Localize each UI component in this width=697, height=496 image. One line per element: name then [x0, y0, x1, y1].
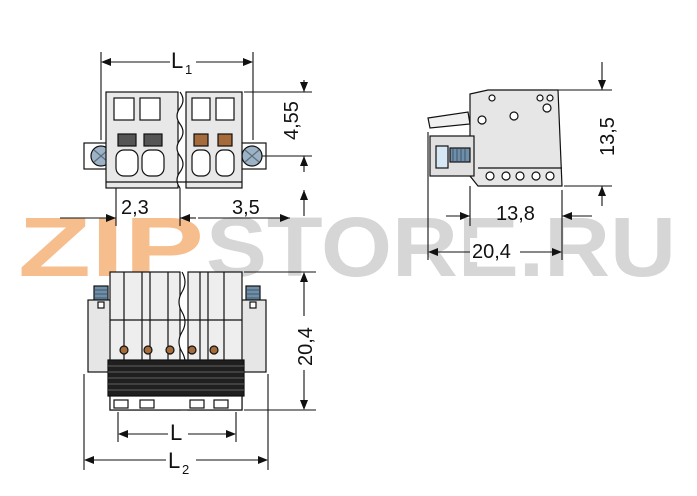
dim-204-v-label: 20,4	[295, 327, 317, 366]
dim-138-label: 13,8	[496, 203, 535, 225]
dim-135	[558, 62, 612, 206]
break-line	[176, 91, 184, 189]
dim-L1-sub: 1	[185, 62, 192, 77]
dim-204-h-label: 20,4	[472, 241, 511, 263]
watermark: ZIP STORE.RU	[18, 200, 676, 294]
dim-455-label: 4,55	[281, 101, 303, 140]
dim-135-label: 13,5	[597, 117, 619, 156]
dim-23	[60, 188, 196, 226]
dim-L1-label: L	[171, 48, 183, 73]
latch	[427, 111, 471, 129]
dim-L-label: L	[170, 420, 182, 445]
dim-L2-sub: 2	[182, 462, 189, 477]
top-view	[87, 271, 267, 411]
dim-35-label: 3,5	[232, 197, 260, 219]
dim-23-label: 2,3	[121, 197, 149, 219]
watermark-gray: STORE.RU	[206, 200, 676, 294]
front-view	[83, 91, 267, 189]
dim-455	[244, 80, 312, 172]
dim-138	[446, 186, 592, 260]
dim-L2-label: L	[168, 448, 180, 473]
side-view	[427, 89, 563, 187]
dim-35	[198, 214, 290, 222]
